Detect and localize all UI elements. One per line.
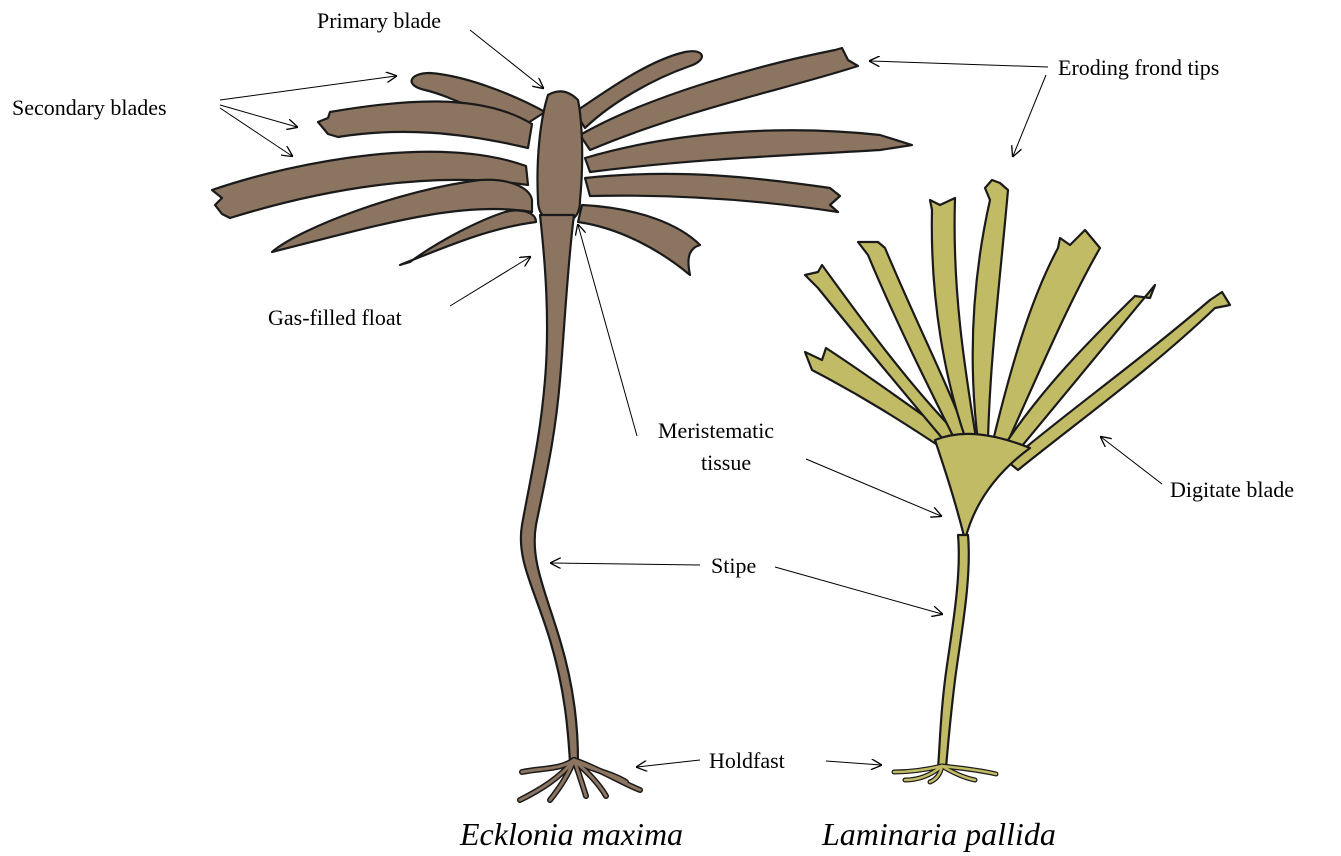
- leader-stipe-laminaria: [775, 567, 942, 614]
- label-meristematic-tissue-line1: Meristematic: [658, 418, 774, 443]
- laminaria-blade-base: [935, 434, 1030, 540]
- labels: Primary blade Secondary blades Eroding f…: [12, 8, 1294, 852]
- species-name-ecklonia: Ecklonia maxima: [459, 816, 683, 852]
- leader-primary-blade: [470, 30, 543, 88]
- leader-secondary-blade-1: [220, 76, 396, 100]
- label-secondary-blades: Secondary blades: [12, 95, 167, 120]
- label-meristematic-tissue-line2: tissue: [701, 450, 751, 475]
- leader-holdfast-ecklonia: [637, 760, 700, 767]
- leader-meristematic-ecklonia: [578, 225, 637, 436]
- leader-eroding-tip-right: [1013, 75, 1046, 156]
- label-digitate-blade: Digitate blade: [1170, 477, 1294, 502]
- leader-holdfast-laminaria: [826, 761, 881, 765]
- ecklonia-secondary-blade: [400, 210, 536, 265]
- ecklonia-primary-blade: [537, 91, 582, 222]
- leader-meristematic-laminaria: [806, 459, 941, 516]
- ecklonia-stipe: [521, 215, 578, 762]
- laminaria-stipe: [938, 535, 969, 768]
- leader-eroding-tip-left: [870, 61, 1048, 67]
- leader-digitate-blade: [1101, 437, 1162, 484]
- leader-stipe-ecklonia: [551, 563, 700, 565]
- ecklonia-secondary-blade: [578, 205, 700, 275]
- label-eroding-frond-tips: Eroding frond tips: [1058, 55, 1219, 80]
- ecklonia-secondary-blade: [585, 174, 840, 212]
- label-gas-filled-float: Gas-filled float: [268, 305, 402, 330]
- species-name-laminaria: Laminaria pallida: [821, 816, 1056, 852]
- label-stipe: Stipe: [711, 553, 756, 578]
- laminaria-pallida-illustration: [805, 180, 1230, 782]
- label-holdfast: Holdfast: [709, 748, 785, 773]
- leader-gas-filled-float: [450, 257, 530, 306]
- ecklonia-maxima-illustration: [212, 48, 912, 800]
- label-primary-blade: Primary blade: [317, 8, 441, 33]
- ecklonia-secondary-blade: [585, 130, 912, 172]
